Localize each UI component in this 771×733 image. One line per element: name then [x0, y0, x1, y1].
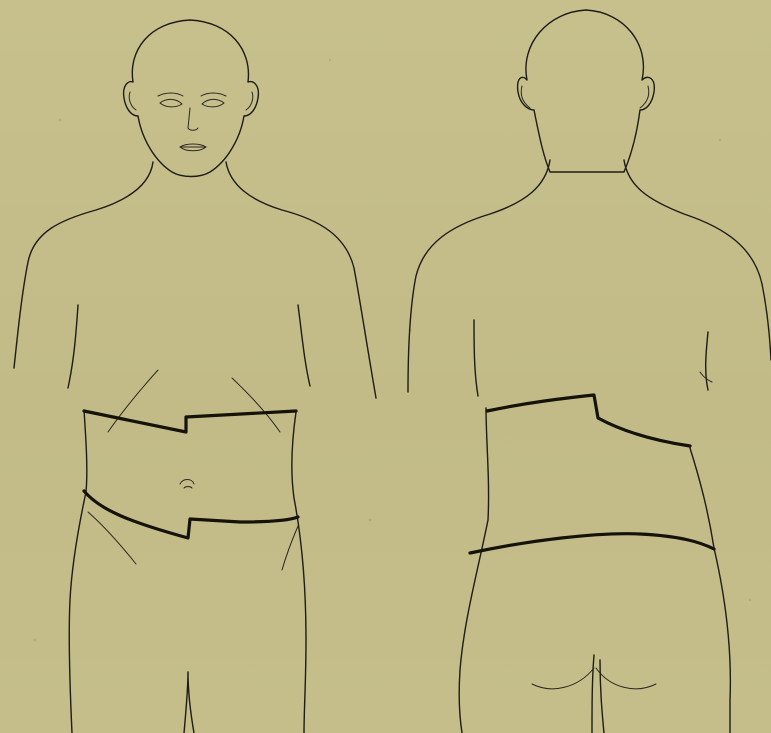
back-ear-left	[521, 86, 530, 108]
front-brow-left	[158, 93, 183, 96]
back-torso-right	[690, 448, 730, 733]
back-head-outline	[518, 10, 655, 172]
back-figure	[408, 10, 771, 733]
front-navel	[180, 480, 194, 485]
back-right-side-outline	[624, 160, 771, 360]
back-upper-band	[487, 395, 690, 446]
front-inner-arm-right	[298, 305, 310, 386]
front-eye-left	[160, 99, 182, 107]
front-head-outline	[124, 20, 259, 177]
front-torso-left	[69, 410, 87, 733]
front-rib-arc-right	[232, 378, 280, 432]
back-inner-arm-left	[474, 320, 478, 396]
back-torso-left	[459, 408, 488, 733]
front-brow-right	[201, 93, 226, 96]
front-leg-divide	[184, 672, 194, 733]
front-inner-arm-left	[68, 305, 78, 388]
front-lower-band	[84, 491, 298, 538]
front-torso-right	[292, 412, 306, 733]
back-left-side-outline	[408, 160, 550, 392]
back-cleft	[592, 655, 604, 733]
back-buttock-curve-left	[532, 668, 594, 689]
back-buttock-curve-right	[596, 668, 656, 689]
front-nose	[188, 108, 198, 130]
front-ear-right	[246, 92, 253, 110]
back-lower-band	[470, 534, 714, 553]
front-figure	[14, 20, 376, 733]
paper-texture	[34, 59, 752, 642]
front-left-side-outline	[14, 162, 153, 368]
back-ear-right	[640, 86, 649, 108]
front-eye-right	[202, 99, 224, 107]
front-groin-right	[282, 526, 298, 570]
back-inner-arm-right	[706, 332, 708, 390]
front-right-side-outline	[226, 162, 376, 398]
front-ear-left	[129, 92, 136, 110]
